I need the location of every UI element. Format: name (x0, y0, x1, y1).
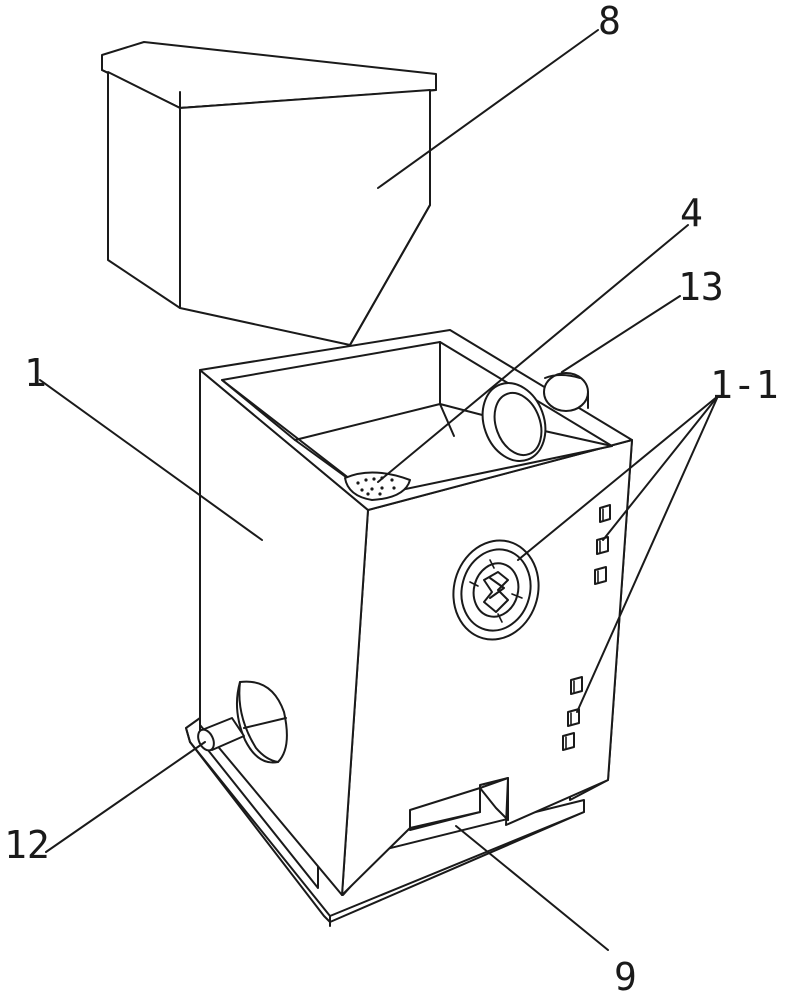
side-port (543, 372, 589, 412)
circular-fitting (452, 539, 540, 641)
vents (562, 504, 611, 751)
leader-lines (39, 29, 719, 951)
leader-13 (561, 295, 681, 373)
label-9: 9 (614, 955, 637, 999)
leader-8 (377, 29, 599, 189)
label-4: 4 (680, 191, 703, 235)
label-1-1: 1-1 (710, 363, 779, 407)
leader-12 (45, 741, 206, 853)
nozzle (197, 717, 287, 752)
vent (562, 732, 575, 751)
label-8: 8 (598, 0, 621, 43)
label-1: 1 (24, 351, 47, 395)
vent (570, 676, 583, 695)
hopper (101, 41, 437, 346)
labels: 8 4 13 1 1-1 12 9 (4, 0, 779, 999)
vent (567, 708, 580, 727)
vent (594, 566, 607, 585)
leader-1-1-a (517, 395, 719, 561)
leader-4 (377, 224, 689, 483)
leader-1-1-b (602, 395, 719, 541)
vent (599, 504, 611, 523)
label-12: 12 (4, 823, 50, 867)
label-13: 13 (678, 265, 724, 309)
leader-1 (39, 379, 263, 541)
inner-port (481, 382, 547, 462)
leader-1-1-c (576, 395, 719, 713)
left-opening (235, 680, 288, 764)
leader-9 (455, 825, 609, 951)
perforated-plate (344, 471, 411, 501)
